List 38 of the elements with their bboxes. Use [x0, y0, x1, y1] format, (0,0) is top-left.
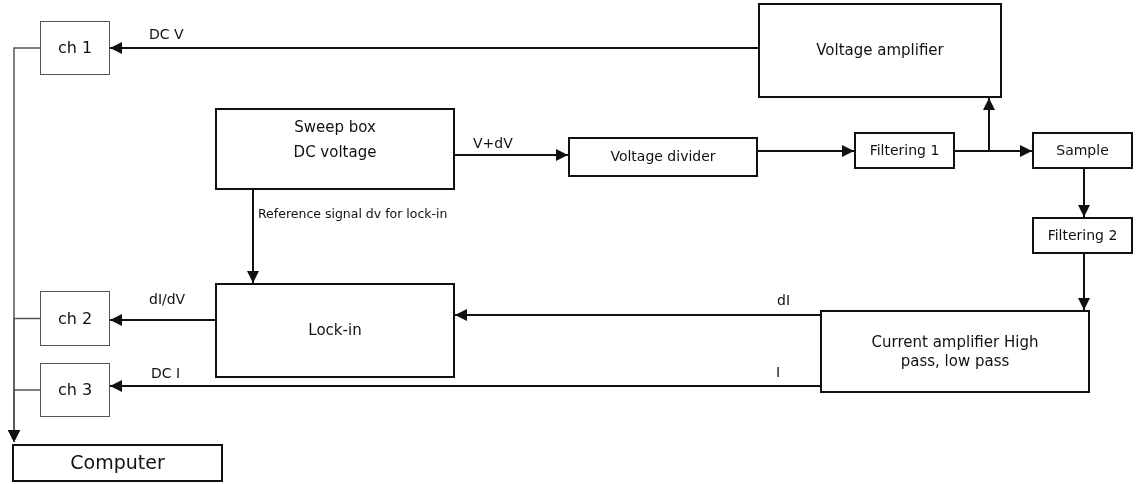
process-box — [854, 132, 955, 169]
process-box — [1032, 217, 1133, 254]
arrow — [1078, 168, 1090, 218]
bus-line — [8, 389, 41, 443]
edge-label: dI/dV — [148, 291, 187, 308]
edge-label: Reference signal dv for lock-in — [257, 206, 449, 221]
box-label: ch 1 — [57, 38, 93, 58]
box-label: ch 3 — [57, 380, 93, 400]
arrow — [247, 189, 259, 284]
box-label: Filtering 1 — [869, 141, 940, 160]
box-label: Sweep box — [294, 118, 376, 137]
arrow — [454, 149, 569, 161]
box-label: Voltage divider — [610, 148, 716, 166]
process-box — [12, 444, 223, 482]
process-box — [820, 310, 1090, 393]
arrow — [109, 314, 216, 326]
arrow — [109, 42, 759, 54]
channel-box — [40, 291, 110, 346]
box-label: DC voltage — [293, 142, 377, 162]
arrow — [109, 380, 821, 392]
box-label: Current amplifier High pass, low pass — [870, 332, 1040, 371]
box-label: Sample — [1056, 141, 1109, 160]
process-box — [215, 283, 455, 378]
process-box — [568, 137, 758, 177]
arrow — [454, 309, 821, 321]
box-label: Voltage amplifier — [816, 41, 944, 60]
process-box — [1032, 132, 1133, 169]
box-label: ch 2 — [57, 308, 93, 329]
box-label: Lock-in — [308, 321, 362, 340]
process-box — [758, 3, 1002, 98]
box-label: Filtering 2 — [1047, 226, 1118, 245]
channel-box — [40, 363, 110, 417]
box-label: Computer — [70, 451, 165, 475]
process-box — [215, 108, 455, 190]
arrow — [757, 145, 855, 157]
channel-box — [40, 21, 110, 75]
arrow — [954, 145, 1033, 157]
arrow — [1078, 253, 1090, 311]
